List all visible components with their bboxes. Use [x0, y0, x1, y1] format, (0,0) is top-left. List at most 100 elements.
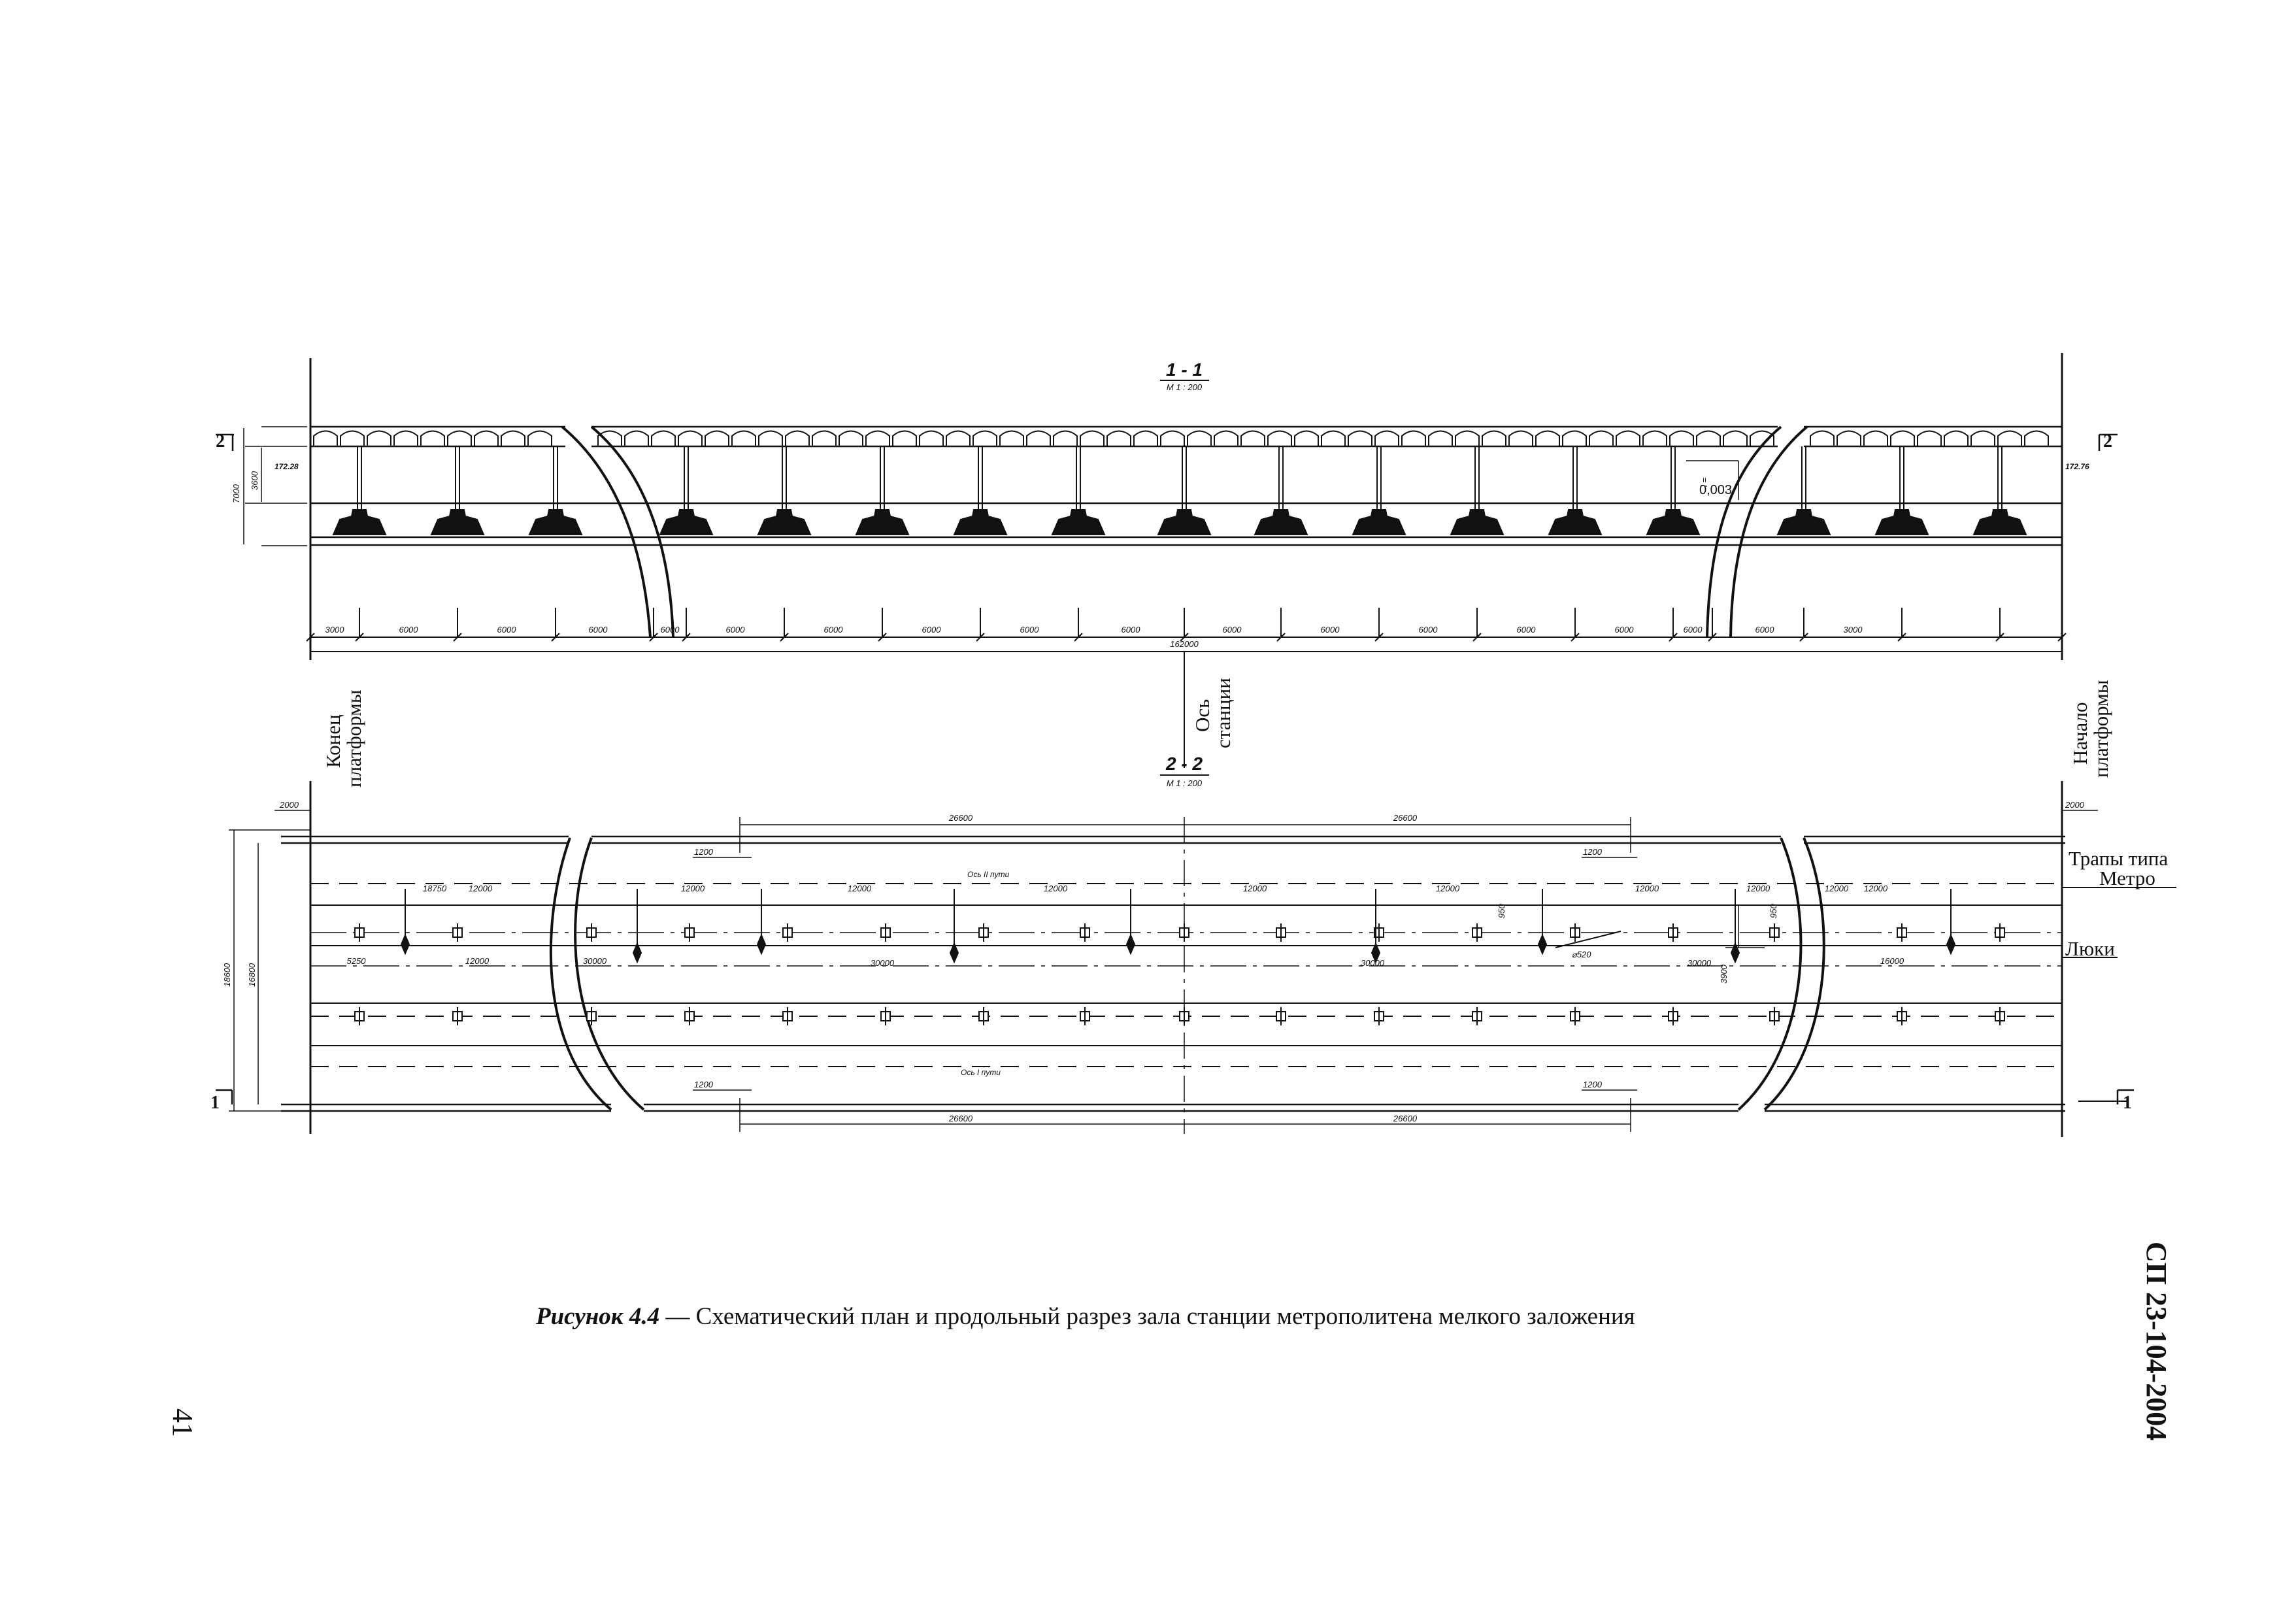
- track-axis-1-label: Ось I пути: [961, 1068, 1001, 1077]
- column-base: [430, 509, 485, 535]
- vault-arch: [447, 430, 472, 446]
- section-1-left-marker: 2: [216, 431, 225, 452]
- offset-bottom-left: 1200: [694, 1080, 714, 1089]
- column-base: [1548, 509, 1603, 535]
- row-dim-label: 18750: [423, 884, 447, 893]
- vault-arch: [758, 430, 783, 446]
- vault-arch: [651, 430, 676, 446]
- column-base: [1450, 509, 1504, 535]
- stair-mark: [756, 933, 767, 955]
- vault-arch: [865, 430, 890, 446]
- stair-mark: [632, 942, 642, 964]
- section-1-1: [216, 425, 2118, 652]
- small-3900: 3900: [1719, 964, 1729, 984]
- caption-dash: —: [659, 1303, 696, 1330]
- vault-arch: [2024, 430, 2049, 446]
- span-dim-label: 3000: [1844, 625, 1863, 635]
- section-1-1-texts: 1 - 1 М 1 : 200 2 2 172.28 172.76 7000 3…: [216, 359, 2112, 649]
- span-dim-label: 6000: [1020, 625, 1040, 635]
- offset-bottom-right: 1200: [1583, 1080, 1603, 1089]
- platform-start-label-1: Начало: [2069, 703, 2091, 765]
- column-base: [1254, 509, 1308, 535]
- row-dim-label: 12000: [1864, 884, 1888, 893]
- column-base: [332, 509, 387, 535]
- vault-arch: [501, 430, 525, 446]
- vault-arch: [1535, 430, 1560, 446]
- section-2-left-marker: 1: [210, 1093, 220, 1113]
- dimension-slash: [355, 633, 364, 642]
- column-base: [528, 509, 583, 535]
- row-dim-label: 12000: [681, 884, 705, 893]
- vault-arch: [731, 430, 756, 446]
- dimension-slash: [1669, 633, 1678, 642]
- span-dim-label: 6000: [661, 625, 680, 635]
- section-1-title: 1 - 1: [1166, 359, 1203, 380]
- vault-arch: [1589, 430, 1614, 446]
- column-base: [1352, 509, 1406, 535]
- row-dim-label: 12000: [1635, 884, 1659, 893]
- section-1-right-marker: 2: [2103, 431, 2112, 452]
- dimension-slash: [1276, 633, 1286, 642]
- dimension-slash: [1180, 633, 1189, 642]
- vault-arch: [1133, 430, 1158, 446]
- section-1-scale: М 1 : 200: [1167, 382, 1203, 392]
- span-dim-label: 6000: [589, 625, 608, 635]
- vault-arch: [1917, 430, 1942, 446]
- vault-arch: [1562, 430, 1587, 446]
- vault-arch: [1187, 430, 1212, 446]
- dimension-slash: [2057, 633, 2067, 642]
- vault-arch: [340, 430, 365, 446]
- dimension-slash: [649, 633, 658, 642]
- section-2-title: 2 - 2: [1165, 754, 1203, 774]
- vault-arch: [527, 430, 552, 446]
- span-dim-label: 3000: [325, 625, 345, 635]
- row-dim-label: 12000: [1243, 884, 1267, 893]
- vault-arch: [1508, 430, 1533, 446]
- span-dim-label: 6000: [399, 625, 419, 635]
- span-right-bottom: 26600: [1393, 1114, 1418, 1123]
- vault-arch: [1890, 430, 1915, 446]
- span-dim-label: 6000: [497, 625, 517, 635]
- column-base: [1051, 509, 1106, 535]
- inner-height-dim: 16800: [247, 963, 257, 987]
- dimension-slash: [1708, 633, 1717, 642]
- span-dim-label: 6000: [726, 625, 746, 635]
- dimension-slash: [878, 633, 887, 642]
- stair-mark: [1730, 942, 1740, 964]
- height-total-dim: 7000: [231, 484, 241, 503]
- vault-arch: [946, 430, 971, 446]
- figure-caption: Рисунок 4.4 — Схематический план и продо…: [536, 1302, 1635, 1331]
- vault-arch: [1810, 430, 1835, 446]
- vault-arch: [919, 430, 944, 446]
- vault-arch: [678, 430, 703, 446]
- lower-dim-label: 30000: [871, 958, 895, 968]
- span-dim-label: 6000: [1684, 625, 1703, 635]
- vault-arch: [1482, 430, 1506, 446]
- vault-arch: [1267, 430, 1292, 446]
- lower-dim-label: 12000: [465, 956, 490, 966]
- top-right-width: 2000: [2065, 800, 2085, 810]
- span-dim-label: 6000: [922, 625, 942, 635]
- dimension-slash: [1897, 633, 1906, 642]
- stair-mark: [1537, 933, 1548, 955]
- vault-arch: [1401, 430, 1426, 446]
- document-number-text: СП 23-104-2004: [2140, 1242, 2172, 1441]
- section-1-total-length: 162000: [1170, 639, 1199, 649]
- column-base: [1874, 509, 1929, 535]
- diameter-label: ⌀520: [1572, 950, 1591, 959]
- vault-arch: [393, 430, 418, 446]
- dimension-slash: [1074, 633, 1083, 642]
- elevation-right: 172.76: [2065, 462, 2089, 471]
- platform-start-label-2: платформы: [2089, 680, 2112, 778]
- caption-text: Схематический план и продольный разрез з…: [695, 1303, 1635, 1330]
- vault-arch: [1642, 430, 1667, 446]
- platform-end-label-1: Конец: [322, 714, 344, 768]
- vault-arch: [1723, 430, 1748, 446]
- small-950-b: 950: [1769, 904, 1778, 918]
- stair-mark: [1946, 933, 1956, 955]
- column-base: [1776, 509, 1831, 535]
- row-dim-label: 12000: [1825, 884, 1849, 893]
- column-base: [953, 509, 1008, 535]
- slope-label: i =: [1699, 478, 1709, 488]
- vault-arch: [1837, 430, 1861, 446]
